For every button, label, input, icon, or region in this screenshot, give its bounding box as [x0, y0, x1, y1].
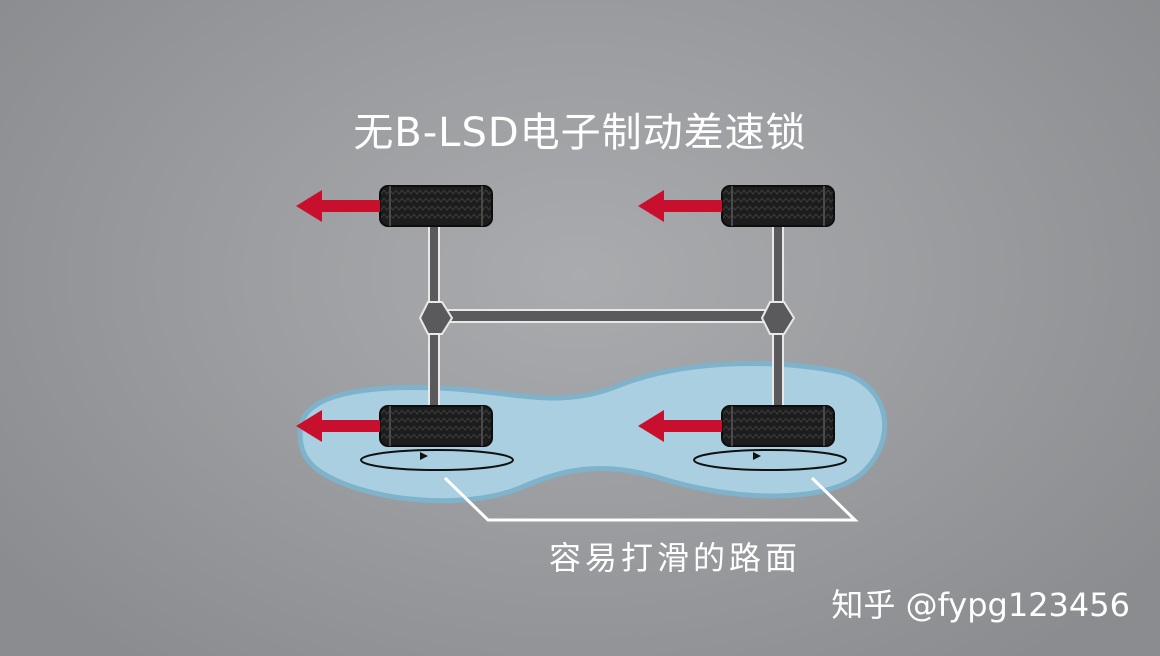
diagram-title: 无B-LSD电子制动差速锁 — [353, 110, 807, 156]
left-arrow-icon — [296, 190, 380, 222]
callout-line — [443, 476, 859, 522]
left-arrow-icon — [638, 190, 722, 222]
left-arrow-icon — [638, 410, 722, 442]
spin-indicator-icon — [693, 449, 847, 471]
tire-icon — [721, 405, 835, 447]
differential-joints — [418, 301, 796, 335]
tire-icon — [379, 185, 493, 227]
slippery-road-area — [297, 361, 888, 504]
left-arrow-icon — [296, 410, 380, 442]
tire-icon — [721, 185, 835, 227]
spin-indicator-icon — [360, 449, 514, 471]
tire-icon — [379, 405, 493, 447]
road-label: 容易打滑的路面 — [548, 539, 801, 577]
watermark: 知乎 @fypg123456 — [831, 586, 1130, 624]
